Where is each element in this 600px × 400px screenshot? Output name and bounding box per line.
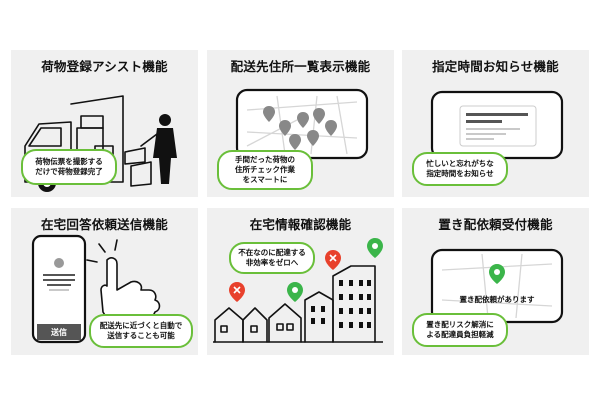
- panel-package-registration: 荷物登録アシスト機能 荷物伝票を撮影する だけで荷物登録完了: [11, 50, 198, 197]
- feature-callout-bubble: 手間だった荷物の 住所チェック作業 をスマートに: [217, 150, 313, 190]
- feature-callout-bubble: 不在なのに配達する 非効率をゼロへ: [229, 242, 315, 274]
- feature-grid: 荷物登録アシスト機能 荷物伝票を撮影する だけで荷物登録完了 配送先住所一覧表示…: [11, 50, 589, 355]
- panel-title: 荷物登録アシスト機能: [41, 59, 168, 74]
- panel-title: 指定時間お知らせ機能: [432, 59, 559, 74]
- panel-title: 在宅情報確認機能: [249, 217, 352, 232]
- panel-presence-check: 在宅情報確認機能: [207, 208, 394, 355]
- notification-phone-illustration: [430, 90, 564, 160]
- request-text-lines: [43, 274, 75, 291]
- building-windows: [311, 280, 371, 328]
- send-button[interactable]: 送信: [37, 324, 81, 340]
- feature-callout-bubble: 置き配リスク解消に よる配達員負担軽減: [412, 313, 508, 347]
- map-phone-illustration: [235, 88, 369, 160]
- feature-callout-bubble: 荷物伝票を撮影する だけで荷物登録完了: [21, 149, 117, 185]
- map-pins: [263, 106, 337, 150]
- notification-text-lines: [466, 113, 528, 140]
- panel-drop-off-request: 置き配依頼受付機能 置き配依頼があります 置き配リスク解消に よる配達員負担軽減: [402, 208, 589, 355]
- panel-presence-request: 在宅回答依頼送信機能 送信 配送先に近づくと自動で 送信することも可能: [11, 208, 198, 355]
- absent-pin-icon: [325, 250, 341, 270]
- panel-title: 在宅回答依頼送信機能: [40, 217, 168, 232]
- location-pin-icon: [489, 264, 505, 284]
- absent-pin-icon: [229, 282, 245, 302]
- houses-buildings-illustration: [213, 238, 383, 343]
- feature-callout-bubble: 配送先に近づくと自動で 送信することも可能: [89, 314, 193, 348]
- drop-off-request-notice: 置き配依頼があります: [459, 295, 535, 304]
- present-pin-icon: [287, 282, 303, 302]
- panel-time-notification: 指定時間お知らせ機能 忙しいと忘れがちな 指定時間をお知らせ: [402, 50, 589, 197]
- panel-title: 置き配依頼受付機能: [438, 217, 553, 232]
- present-pin-icon: [367, 238, 383, 258]
- panel-title: 配送先住所一覧表示機能: [230, 59, 371, 74]
- panel-address-list: 配送先住所一覧表示機能 手間だった荷物の 住所チェック作業 をスマートに: [207, 50, 394, 197]
- feature-callout-bubble: 忙しいと忘れがちな 指定時間をお知らせ: [412, 152, 508, 186]
